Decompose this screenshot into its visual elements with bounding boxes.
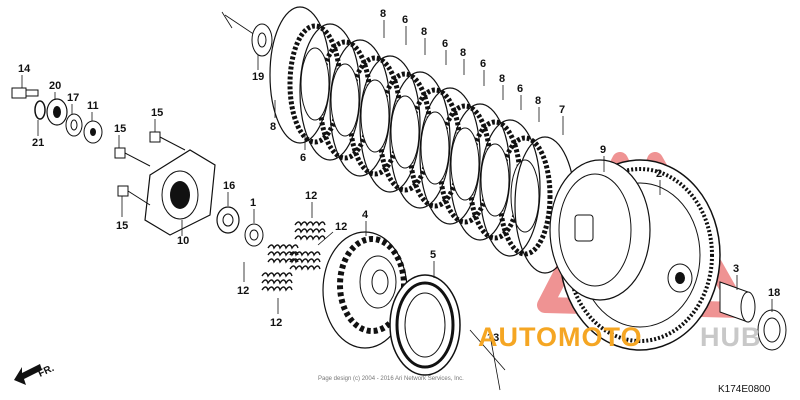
callout-13: 13 bbox=[487, 332, 499, 344]
callout-16: 16 bbox=[223, 180, 235, 192]
lock-nut-16 bbox=[216, 206, 240, 234]
callout-18: 18 bbox=[768, 287, 780, 299]
washer-11 bbox=[83, 120, 103, 144]
washer-1 bbox=[244, 223, 264, 247]
callout-15: 15 bbox=[116, 220, 128, 232]
spring bbox=[289, 251, 321, 271]
clutch-plate-stack bbox=[269, 6, 576, 274]
callout-6: 6 bbox=[480, 58, 486, 70]
callout-12: 12 bbox=[305, 190, 317, 202]
callout-11: 11 bbox=[87, 100, 99, 112]
washer-18 bbox=[757, 309, 787, 351]
clutch-outer-2 bbox=[549, 159, 721, 351]
callout-4: 4 bbox=[362, 209, 369, 221]
callout-6: 6 bbox=[300, 152, 306, 164]
watermark-text-part2: HUB bbox=[700, 322, 762, 352]
callout-5: 5 bbox=[430, 249, 436, 261]
callout-17: 17 bbox=[67, 92, 79, 104]
callout-20: 20 bbox=[49, 80, 61, 92]
callout-15: 15 bbox=[151, 107, 163, 119]
callout-7: 7 bbox=[559, 104, 565, 116]
clutch-plate bbox=[269, 6, 541, 257]
callout-8: 8 bbox=[460, 47, 466, 59]
bolt-15 bbox=[114, 131, 186, 206]
spring bbox=[261, 272, 293, 292]
diagram-code: K174E0800 bbox=[718, 384, 771, 395]
lifter-rod-14 bbox=[11, 87, 39, 99]
callout-8: 8 bbox=[270, 121, 276, 133]
callout-2: 2 bbox=[656, 168, 662, 180]
washer-19 bbox=[251, 23, 273, 57]
callout-6: 6 bbox=[517, 83, 523, 95]
callout-9: 9 bbox=[600, 144, 606, 156]
callout-19: 19 bbox=[252, 71, 264, 83]
clutch-center-4 bbox=[322, 231, 408, 349]
assembly-axis-lines bbox=[221, 11, 506, 391]
callout-12: 12 bbox=[270, 317, 282, 329]
copyright-text: Page design (c) 2004 - 2016 Ari Network … bbox=[318, 376, 464, 382]
callout-10: 10 bbox=[177, 235, 189, 247]
callout-labels: 19 8 6 8 6 8 6 8 6 8 7 8 6 9 2 3 18 4 5 bbox=[18, 8, 780, 344]
watermark-logo: AUTOMOTO HUB bbox=[478, 322, 762, 352]
callout-8: 8 bbox=[380, 8, 386, 20]
callout-21: 21 bbox=[32, 137, 44, 149]
callout-15: 15 bbox=[114, 123, 126, 135]
callout-6: 6 bbox=[442, 38, 448, 50]
callout-12: 12 bbox=[237, 285, 249, 297]
washer-17 bbox=[65, 113, 83, 137]
watermark-text-part1: AUTOMOTO bbox=[478, 322, 643, 352]
callout-14: 14 bbox=[18, 63, 31, 75]
bearing-20 bbox=[46, 98, 68, 126]
friction-disc bbox=[287, 23, 553, 257]
pressure-plate-5 bbox=[389, 274, 461, 376]
sleeve-3 bbox=[719, 281, 756, 323]
lifter-plate-10 bbox=[144, 149, 216, 236]
callout-8: 8 bbox=[499, 73, 505, 85]
spring bbox=[267, 244, 299, 264]
callout-8: 8 bbox=[421, 26, 427, 38]
spring bbox=[294, 221, 326, 241]
callout-12: 12 bbox=[335, 221, 347, 233]
front-direction-arrow: FR. bbox=[14, 363, 56, 385]
clutch-springs-12 bbox=[261, 221, 326, 292]
callout-8: 8 bbox=[535, 95, 541, 107]
callout-3: 3 bbox=[733, 263, 739, 275]
circlip-21 bbox=[34, 100, 46, 120]
callout-6: 6 bbox=[402, 14, 408, 26]
callout-1: 1 bbox=[250, 197, 256, 209]
